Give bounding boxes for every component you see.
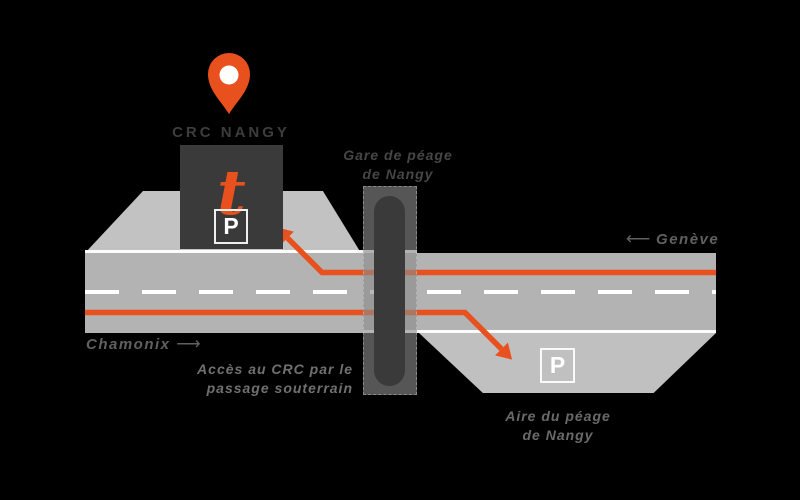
rest-area-label-line2: de Nangy [522, 427, 594, 443]
underpass-access-note-line1: Accès au CRC par le [197, 361, 353, 377]
direction-geneva: ⟵ Genève [626, 229, 719, 249]
toll-booth-building [374, 196, 405, 386]
direction-chamonix: Chamonix ⟶ [86, 334, 201, 354]
underpass-access-note: Accès au CRC par le passage souterrain [143, 360, 353, 398]
rest-area-label-line1: Aire du péage [505, 408, 611, 424]
parking-sign-crc: P [214, 209, 248, 244]
toll-gate-label-line1: Gare de péage [343, 147, 453, 163]
arrow-left-icon: ⟵ [626, 229, 651, 248]
underpass-access-note-line2: passage souterrain [206, 380, 353, 396]
rest-area-label: Aire du péage de Nangy [473, 407, 643, 445]
toll-gate-label: Gare de péage de Nangy [313, 146, 483, 184]
parking-sign-letter: P [223, 213, 239, 239]
location-title: CRC NANGY [172, 124, 290, 141]
direction-chamonix-label: Chamonix [86, 336, 171, 353]
arrow-right-icon: ⟶ [176, 334, 201, 353]
direction-geneva-label: Genève [656, 231, 720, 248]
parking-sign-letter: P [549, 352, 566, 378]
crc-building-panel: t [180, 145, 283, 249]
brand-t-logo-icon: t [217, 156, 246, 229]
parking-sign-rest-area: P [540, 348, 575, 383]
toll-gate-label-line2: de Nangy [362, 166, 434, 182]
map-pin-icon [208, 53, 250, 114]
